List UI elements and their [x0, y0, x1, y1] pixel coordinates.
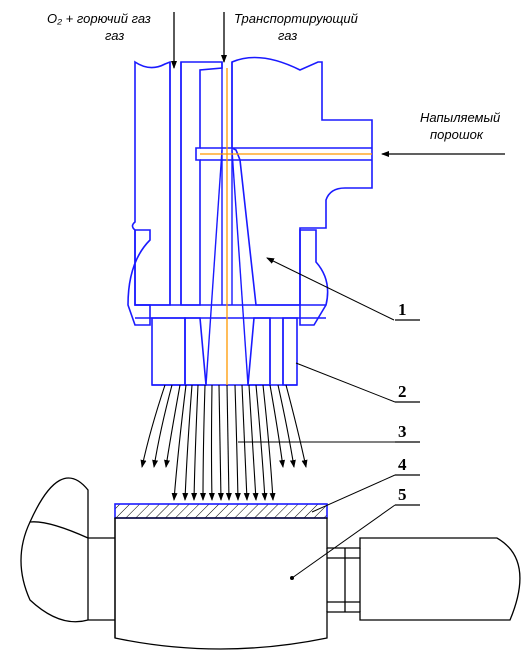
callout-5: 5 [291, 485, 420, 579]
powder-label: Напыляемый [420, 110, 500, 125]
callout-number-3: 3 [398, 422, 407, 441]
union-nut [127, 229, 329, 326]
workpiece [20, 477, 521, 650]
callout-4: 4 [311, 455, 420, 513]
powder-label-2: порошок [430, 127, 484, 142]
carrier-gas-label: Транспортирующий [234, 11, 358, 26]
callout-number-1: 1 [398, 300, 407, 319]
callout-3: 3 [238, 422, 420, 443]
gas-input-label-2: газ [105, 28, 124, 43]
spray-jet [140, 384, 308, 501]
coating-layer [114, 503, 328, 519]
callout-number-2: 2 [398, 382, 407, 401]
carrier-gas-label-2: газ [278, 28, 297, 43]
callout-1: 1 [266, 257, 420, 321]
callout-2: 2 [295, 362, 420, 403]
gas-input-label: O₂ + горючий газ [47, 11, 151, 26]
callout-number-5: 5 [398, 485, 407, 504]
callout-number-4: 4 [398, 455, 407, 474]
nozzle [151, 317, 298, 386]
torch-body [131, 56, 373, 386]
